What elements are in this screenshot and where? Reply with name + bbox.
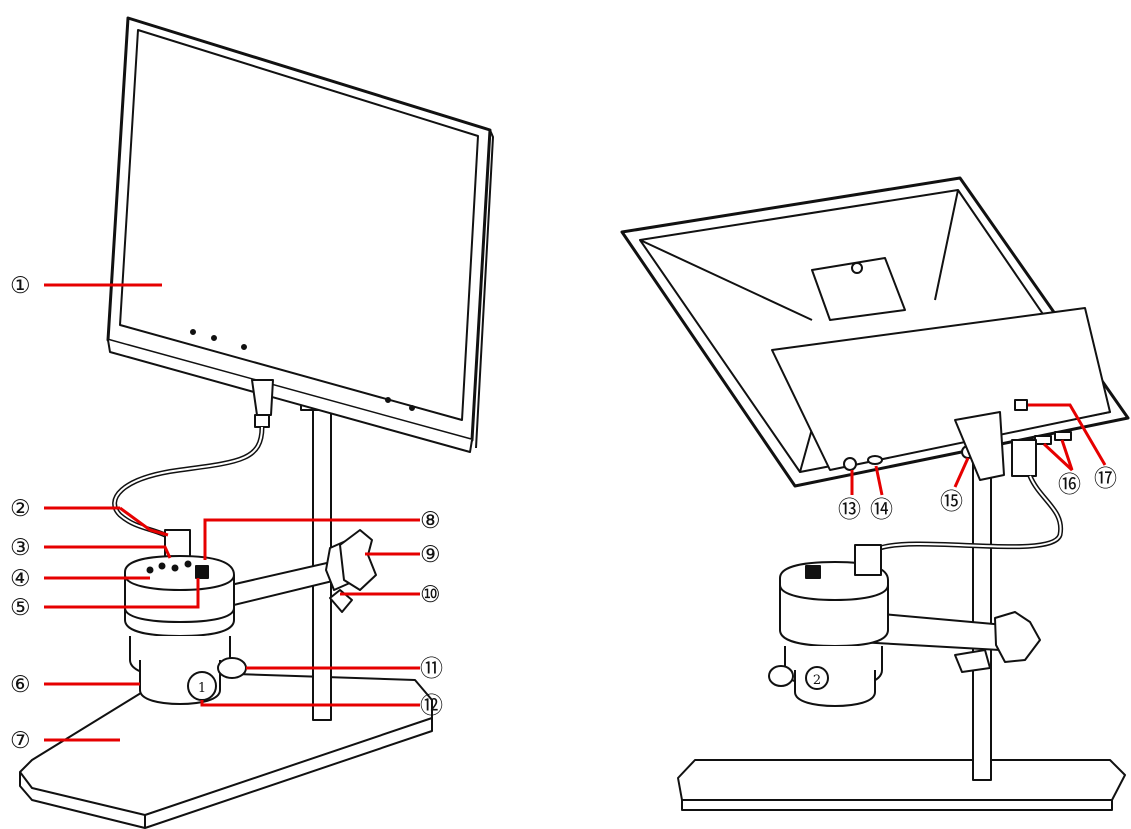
callout-9: ⑨	[420, 542, 441, 568]
callout-8: ⑧	[420, 508, 441, 534]
hdmi-plug-front	[251, 379, 274, 428]
leader-17	[1028, 403, 1107, 466]
port-16b	[1054, 431, 1072, 441]
base-plate-front	[19, 671, 433, 829]
callout-4: ④	[10, 566, 31, 592]
callout-7: ⑦	[10, 728, 31, 754]
callout-labels: ① ② ③ ④ ⑤ ⑥ ⑦ ⑧ ⑨ ⑩ ⑪ ⑫ ⑬ ⑭ ⑮ ⑯ ⑰	[10, 273, 1117, 754]
callout-leaders	[44, 283, 1107, 742]
pole-back	[972, 439, 992, 781]
callout-12: ⑫	[420, 693, 443, 719]
leader-8	[203, 518, 420, 560]
callout-2: ②	[10, 496, 31, 522]
callout-11: ⑪	[420, 656, 443, 682]
callout-13: ⑬	[838, 497, 861, 523]
port-13	[843, 457, 857, 471]
knob-front	[339, 529, 377, 591]
knob-back	[994, 611, 1041, 663]
callout-17: ⑰	[1094, 466, 1117, 492]
camera-back	[768, 544, 889, 707]
cable-back	[879, 474, 1064, 551]
leader-3	[44, 545, 172, 559]
monitor-back	[620, 176, 1130, 488]
part-mark-2: 2	[813, 673, 821, 688]
callout-1: ①	[10, 273, 31, 299]
callout-6: ⑥	[10, 672, 31, 698]
callout-16: ⑯	[1058, 472, 1081, 498]
part-mark-1: 1	[198, 681, 206, 696]
port-16a	[1034, 435, 1052, 445]
callout-15: ⑮	[940, 489, 963, 515]
back-view: 2	[620, 176, 1130, 811]
base-plate-back	[677, 759, 1126, 811]
front-view: 1	[19, 16, 494, 829]
leader-15	[953, 457, 970, 488]
port-14	[867, 455, 883, 465]
monitor-front	[106, 16, 494, 453]
callout-14: ⑭	[870, 497, 893, 523]
leader-14	[874, 465, 884, 496]
leader-5	[44, 578, 200, 609]
leader-16	[1042, 439, 1074, 472]
leader-2b	[119, 506, 169, 537]
callout-3: ③	[10, 535, 31, 561]
callout-10: ⑩	[420, 582, 441, 608]
leader-12	[200, 700, 420, 707]
camera-front	[124, 555, 247, 705]
callout-5: ⑤	[10, 595, 31, 621]
